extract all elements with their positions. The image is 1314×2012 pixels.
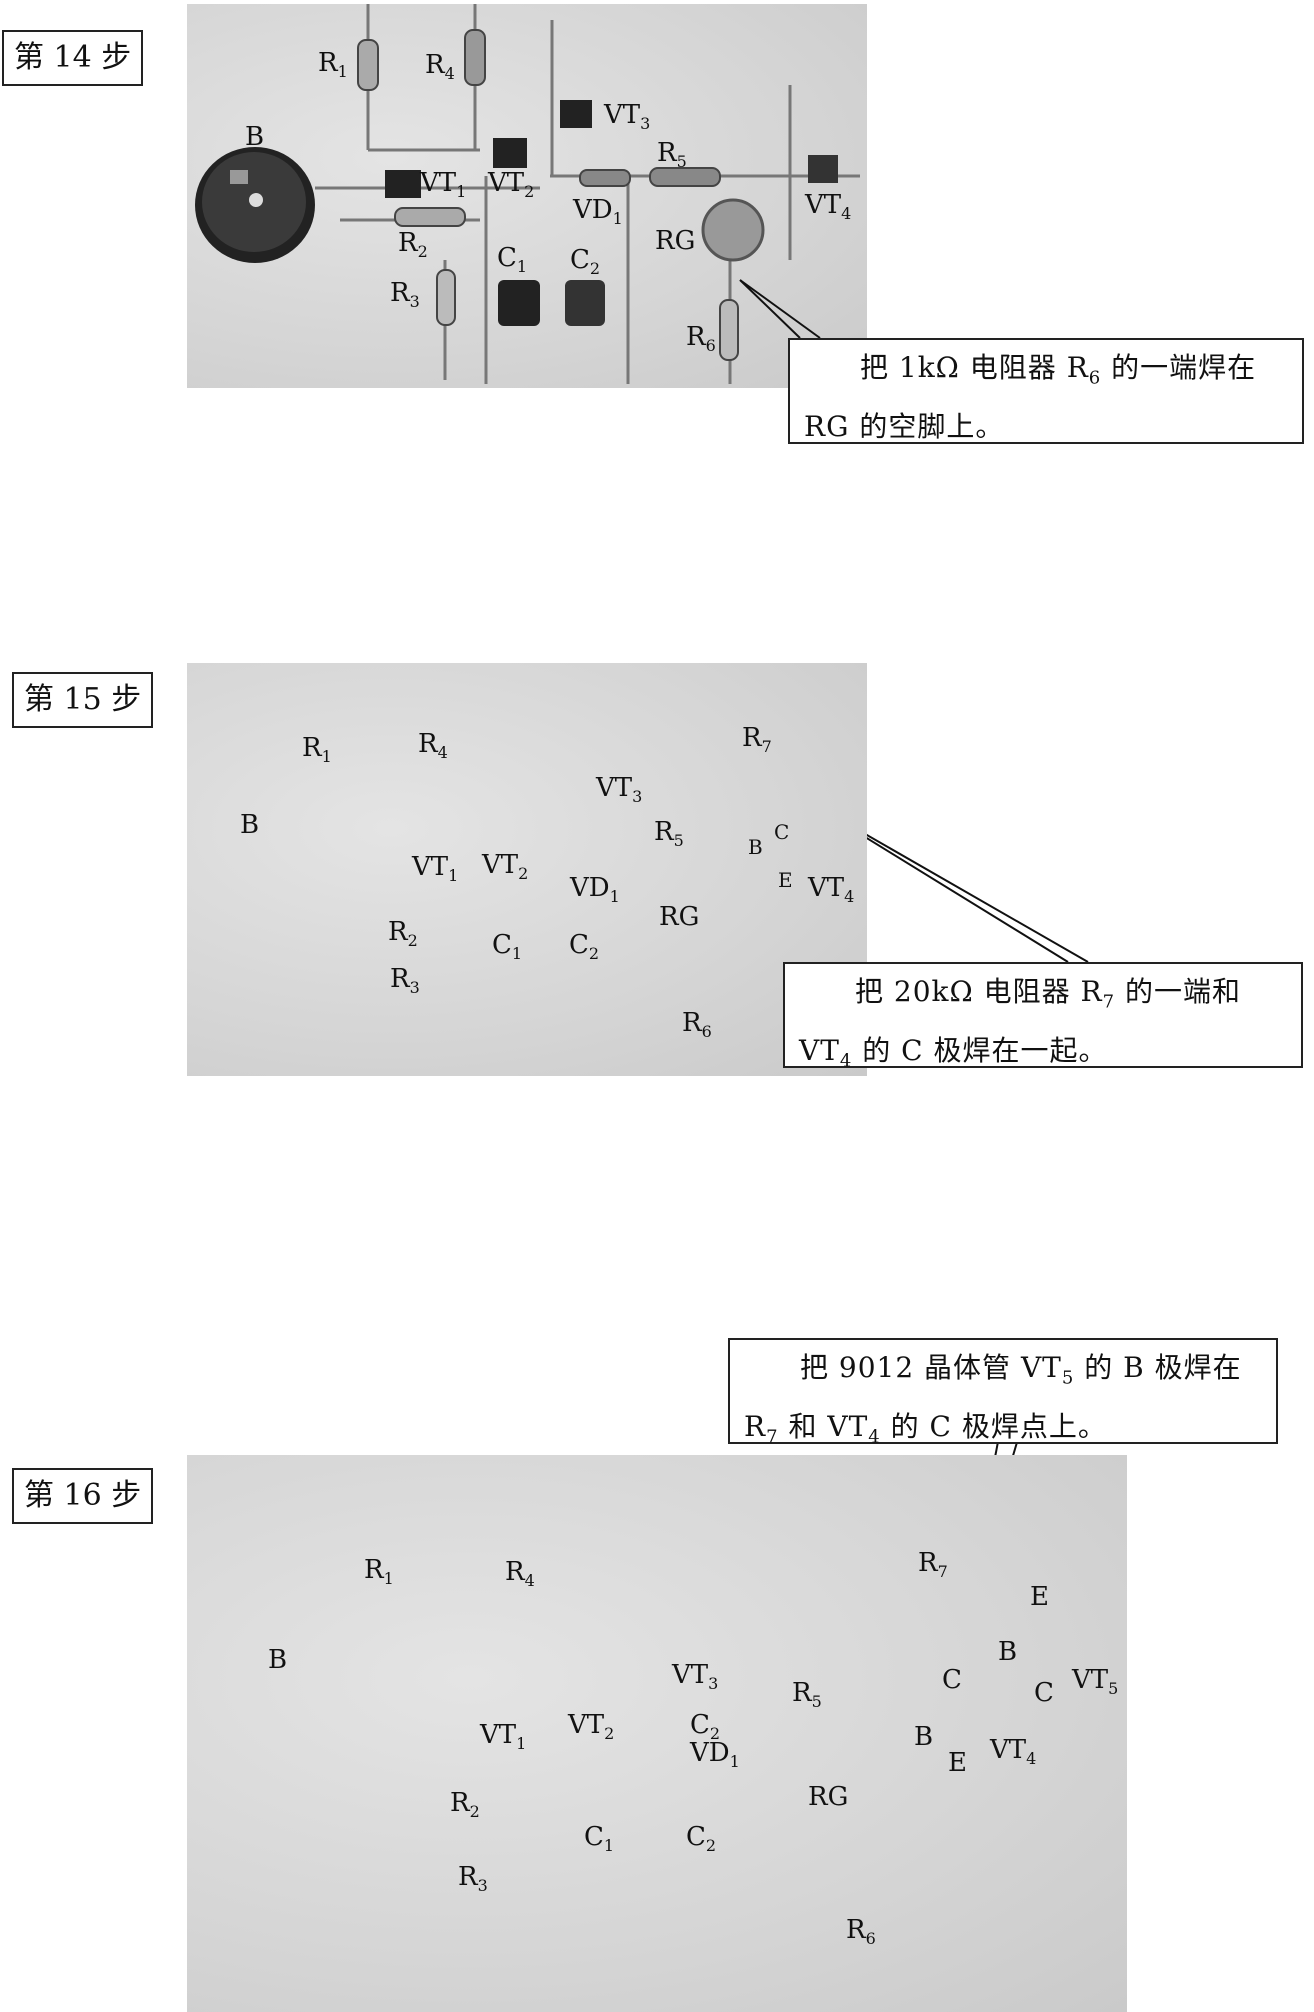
label-R2: R2 bbox=[388, 917, 418, 951]
label-VD1: VD1 bbox=[573, 195, 623, 229]
label-R2: R2 bbox=[450, 1788, 480, 1822]
instruction-callout: 把 1kΩ 电阻器 R6 的一端焊在 RG 的空脚上。 bbox=[788, 338, 1304, 444]
label-VT3: VT3 bbox=[596, 773, 643, 807]
circuit-photo bbox=[187, 663, 867, 1076]
label-C1: C1 bbox=[492, 930, 523, 964]
label-R4: R4 bbox=[418, 729, 448, 763]
circuit-photo bbox=[187, 4, 867, 388]
label-R3: R3 bbox=[390, 964, 420, 998]
label-VT2: VT2 bbox=[482, 850, 529, 884]
label-R6: R6 bbox=[682, 1008, 712, 1042]
label-R6: R6 bbox=[846, 1915, 876, 1949]
label-VT1: VT1 bbox=[480, 1720, 527, 1754]
label-R5: R5 bbox=[654, 817, 684, 851]
pin-B: B bbox=[998, 1637, 1018, 1667]
buzzer bbox=[195, 147, 315, 263]
capacitor bbox=[498, 280, 605, 326]
label-R1: R1 bbox=[364, 1555, 394, 1589]
label-R5: R5 bbox=[657, 138, 687, 172]
label-VT2: VT2 bbox=[568, 1710, 615, 1744]
pin-E: E bbox=[948, 1748, 967, 1778]
label-R7: R7 bbox=[918, 1548, 948, 1582]
label-B: B bbox=[268, 1645, 288, 1675]
transistor bbox=[385, 100, 838, 198]
step-label: 第 16 步 bbox=[12, 1468, 154, 1524]
label-R3: R3 bbox=[458, 1862, 488, 1896]
step-label: 第 14 步 bbox=[2, 30, 144, 86]
label-C2: C2 bbox=[570, 245, 601, 279]
label-VT4: VT4 bbox=[990, 1735, 1037, 1769]
pin-C: C bbox=[774, 820, 790, 844]
pin-E: E bbox=[1030, 1582, 1049, 1612]
label-R2: R2 bbox=[398, 228, 428, 262]
label-R3: R3 bbox=[390, 278, 420, 312]
label-B: B bbox=[240, 810, 260, 840]
label-RG: RG bbox=[659, 902, 700, 932]
label-VT4: VT4 bbox=[805, 190, 852, 224]
label-C2: C2 bbox=[686, 1822, 717, 1856]
photoresistor bbox=[701, 198, 765, 262]
label-C1: C1 bbox=[497, 243, 528, 277]
callout-pointer bbox=[739, 279, 821, 339]
pin-C: C bbox=[1034, 1678, 1054, 1708]
label-VT3: VT3 bbox=[604, 100, 651, 134]
pin-E: E bbox=[778, 868, 793, 892]
label-R1: R1 bbox=[318, 48, 348, 82]
step-label: 第 15 步 bbox=[12, 672, 154, 728]
label-VT4: VT4 bbox=[808, 873, 855, 907]
instruction-callout: 把 20kΩ 电阻器 R7 的一端和 VT4 的 C 极焊在一起。 bbox=[783, 962, 1303, 1071]
label-RG: RG bbox=[655, 226, 696, 256]
label-R6: R6 bbox=[686, 322, 716, 356]
circuit-photo bbox=[187, 1455, 1127, 2012]
instruction-callout: 把 9012 晶体管 VT5 的 B 极焊在 R7 和 VT4 的 C 极焊点上… bbox=[728, 1338, 1278, 1447]
label-VT1: VT1 bbox=[412, 852, 459, 886]
pin-C: C bbox=[942, 1665, 962, 1695]
label-B: B bbox=[245, 122, 265, 152]
resistor bbox=[357, 29, 739, 361]
pin-B: B bbox=[914, 1722, 934, 1752]
label-VT5: VT5 bbox=[1072, 1665, 1119, 1699]
label-R1: R1 bbox=[302, 733, 332, 767]
label-R4: R4 bbox=[505, 1557, 535, 1591]
label-VD1: VD1 bbox=[570, 873, 620, 907]
label-VT1: VT1 bbox=[420, 168, 467, 202]
label-C2-pin: C2 bbox=[690, 1710, 721, 1744]
label-R4: R4 bbox=[425, 50, 455, 84]
label-C1: C1 bbox=[584, 1822, 615, 1856]
pin-B: B bbox=[748, 835, 763, 859]
label-R7: R7 bbox=[742, 723, 772, 757]
label-R5: R5 bbox=[792, 1678, 822, 1712]
label-VT3: VT3 bbox=[672, 1660, 719, 1694]
label-VD1: VD1 bbox=[690, 1738, 740, 1772]
label-VT2: VT2 bbox=[488, 168, 535, 202]
label-RG: RG bbox=[808, 1782, 849, 1812]
label-C2: C2 bbox=[569, 930, 600, 964]
